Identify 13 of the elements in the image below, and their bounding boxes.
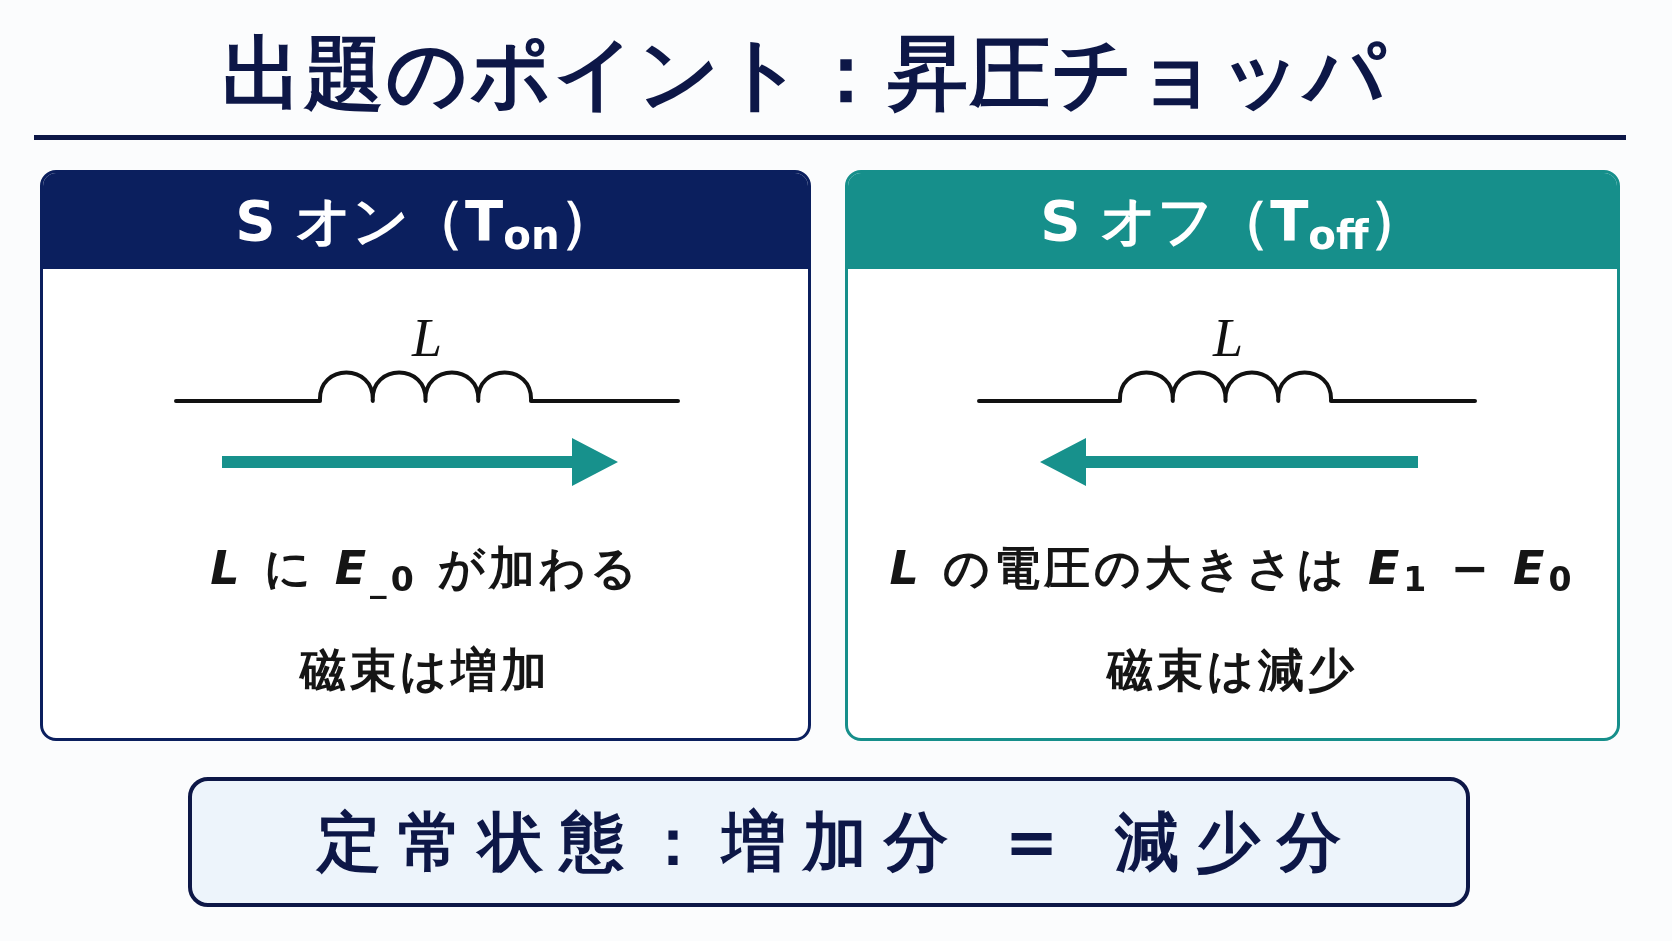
inductor-label: L	[1213, 311, 1243, 365]
panel-heading: S オン（T$_{on}$）	[235, 188, 616, 254]
panel-text: L に E$_{_0}$ が加わる	[210, 540, 641, 599]
state-panel	[845, 170, 1620, 741]
summary-box	[188, 777, 1470, 907]
panel-text: 磁束は増加	[300, 642, 551, 699]
inductor-label: L	[412, 311, 442, 365]
panel-text: 磁束は減少	[1107, 642, 1358, 699]
panel-heading: S オフ（T$_{off}$）	[1040, 188, 1425, 254]
summary-text: 定常状態：増加分 = 減少分	[317, 803, 1358, 881]
state-panel	[40, 170, 811, 741]
page-title: 出題のポイント：昇圧チョッパ	[222, 26, 1388, 122]
panel-text: L の電圧の大きさは E$_{1}$ − E$_{0}$	[889, 540, 1576, 599]
